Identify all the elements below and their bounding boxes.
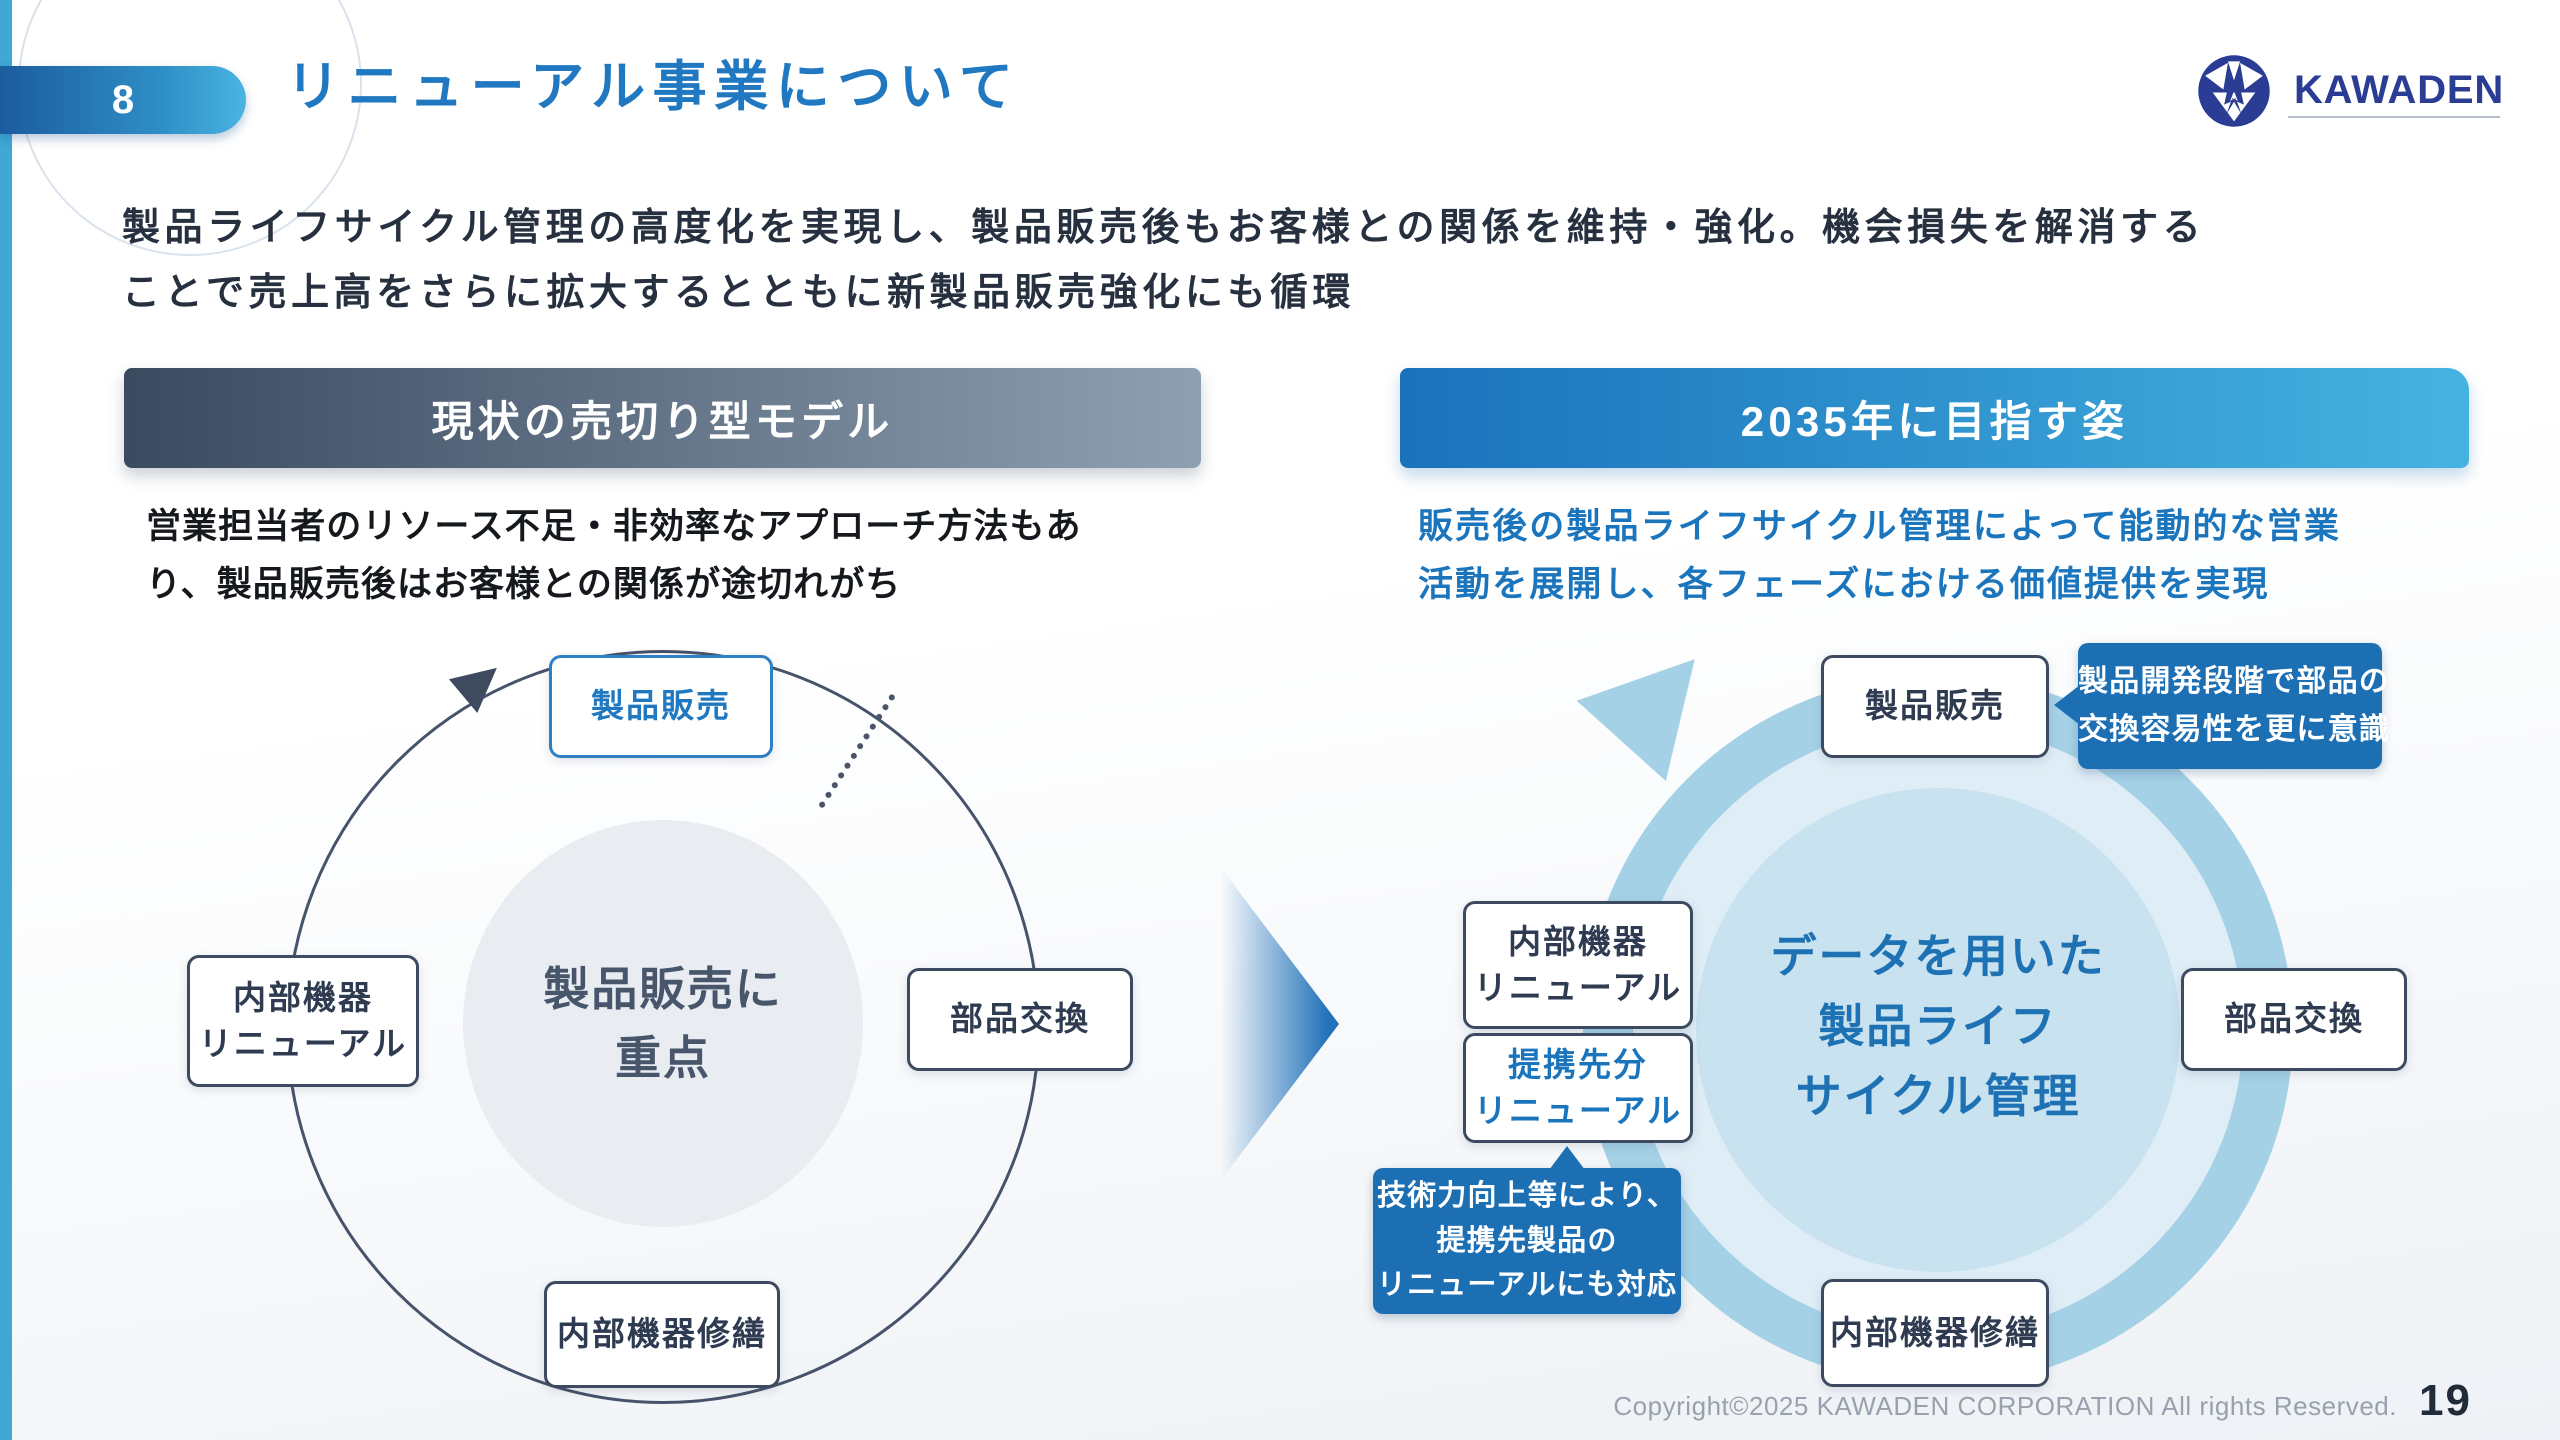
right-center-line-1: データを用いた [1770,930,2106,982]
slide-number-badge: 8 [0,66,246,134]
page-title: リニューアル事業について [286,57,1021,117]
intro-line-1: 製品ライフサイクル管理の高度化を実現し、製品販売後もお客様との関係を維持・強化。… [122,207,2206,249]
right-node-product-sales: 製品販売 [1821,655,2049,758]
right-node-parts-replacement: 部品交換 [2181,968,2407,1071]
slide-number: 8 [111,77,135,122]
right-center-line-2: 製品ライフ [1818,999,2058,1052]
callout-bottom-line-1: 技術力向上等により、 [1377,1179,1677,1212]
left-node-internal-repair: 内部機器修繕 [544,1281,780,1388]
left-panel-description: 営業担当者のリソース不足・非効率なアプローチ方法もあ り、製品販売後はお客様との… [146,498,1216,614]
kawaden-emblem-icon [2198,55,2270,127]
footer: Copyright©2025 KAWADEN CORPORATION All r… [1613,1376,2472,1426]
transition-arrow-icon [1221,868,1339,1180]
right-cycle-center: データを用いた 製品ライフ サイクル管理 [1688,922,2188,1132]
right-cycle-inner-circle [1696,788,2180,1272]
company-logo: KAWADEN [2196,50,2526,134]
right-node-partner-renewal: 提携先分 リニューアル [1463,1033,1693,1143]
left-cycle-center: 製品販売に 重点 [463,820,863,1227]
left-center-line-1: 製品販売に [543,962,783,1015]
right-node-partner-renewal-line-2: リニューアル [1473,1092,1683,1129]
left-node-internal-renewal: 内部機器 リニューアル [187,955,419,1087]
left-panel-header: 現状の売切り型モデル [124,368,1201,468]
right-center-line-3: サイクル管理 [1795,1069,2081,1122]
callout-top-line-2: 交換容易性を更に意識 [2078,713,2390,746]
right-node-internal-repair: 内部機器修繕 [1821,1279,2049,1387]
left-node-internal-renewal-line-2: リニューアル [198,1025,408,1062]
left-accent-bar [0,0,12,1440]
left-node-internal-renewal-line-1: 内部機器 [233,978,373,1016]
right-desc-line-1: 販売後の製品ライフサイクル管理によって能動的な営業 [1418,507,2341,546]
callout-bottom-line-2: 提携先製品の [1436,1224,1618,1257]
left-desc-line-1: 営業担当者のリソース不足・非効率なアプローチ方法もあ [146,507,1082,546]
right-node-internal-renewal: 内部機器 リニューアル [1463,901,1693,1029]
right-panel-header: 2035年に目指す姿 [1400,368,2469,468]
left-center-line-2: 重点 [615,1031,711,1084]
logo-underline [2288,116,2500,118]
right-node-internal-renewal-line-2: リニューアル [1473,969,1683,1006]
intro-paragraph: 製品ライフサイクル管理の高度化を実現し、製品販売後もお客様との関係を維持・強化。… [122,196,2492,327]
callout-product-development: 製品開発段階で部品の 交換容易性を更に意識 [2054,643,2390,769]
left-node-product-sales: 製品販売 [549,655,773,758]
callout-top-line-1: 製品開発段階で部品の [2078,665,2390,698]
logo-text: KAWADEN [2294,68,2505,112]
copyright-text: Copyright©2025 KAWADEN CORPORATION All r… [1613,1391,2398,1421]
right-node-partner-renewal-line-1: 提携先分 [1508,1045,1648,1083]
intro-line-2: ことで売上高をさらに拡大するとともに新製品販売強化にも循環 [122,272,1356,315]
left-node-parts-replacement: 部品交換 [907,968,1133,1071]
right-node-internal-renewal-line-1: 内部機器 [1508,922,1648,960]
callout-partner-capability: 技術力向上等により、 提携先製品の リニューアルにも対応 [1373,1146,1681,1314]
right-panel-description: 販売後の製品ライフサイクル管理によって能動的な営業 活動を展開し、各フェーズにお… [1418,498,2488,614]
left-desc-line-2: り、製品販売後はお客様との関係が途切れがち [146,565,902,605]
right-desc-line-2: 活動を展開し、各フェーズにおける価値提供を実現 [1418,565,2270,605]
page-number: 19 [2419,1376,2472,1425]
callout-bottom-line-3: リニューアルにも対応 [1376,1269,1678,1302]
